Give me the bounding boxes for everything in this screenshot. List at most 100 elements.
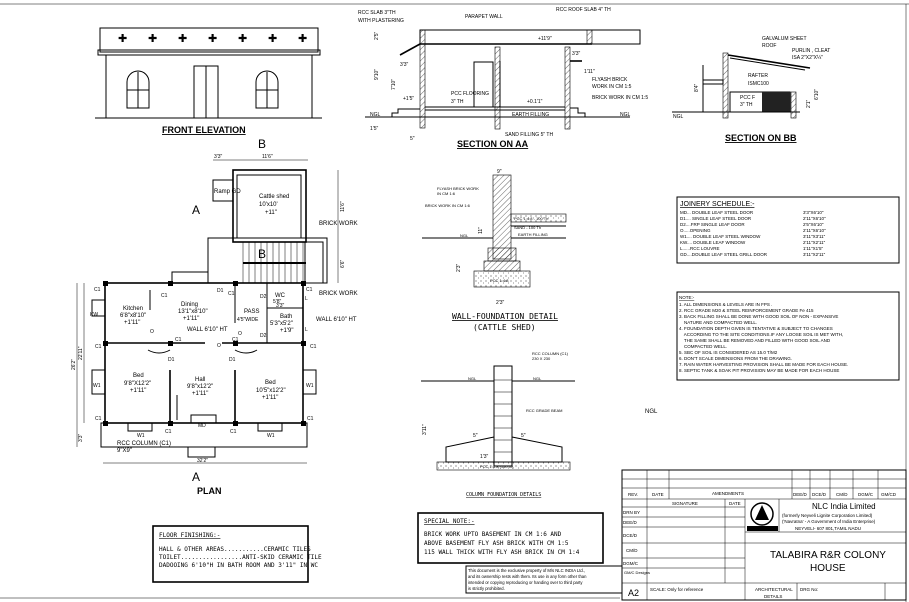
label-wall-foundation-labels-11: PCC 1:4:8 [490,278,509,283]
label-joinery-schedule-title: JOINERY SCHEDULE:- [680,201,755,208]
label-section-aa-labels-15: SAND FILLING 5" TH [505,132,553,138]
label-notes-lines-0: 1. ALL DIMENSIONS & LEVELS ARE IN FPS . [679,302,772,307]
label-plan-rooms-5-size: 9'8"x12'2" [187,384,213,390]
label-wall-foundation-labels-10: 2'3" [496,300,505,306]
label-section-aa-labels-14: EARTH FILLING [512,112,549,118]
label-section-bb-labels-8: NGL [673,114,684,120]
label-title-block-signature-header: SIGNATURE [672,501,698,506]
label-plan-labels-ramp: Ramp GD [214,189,241,195]
label-plan-section-marks-1: A [192,470,200,484]
nlc-logo [747,502,778,531]
label-title-block-company: NLC India Limited [812,502,876,511]
section-aa: RCC SLAB 3"TH WITH PLASTERING PARAPET WA… [358,7,648,149]
label-section-bb-labels-10: 6'10" [814,89,820,100]
label-title-block-company-former: (formerly Neyveli Lignite Corporation Li… [782,513,873,518]
label-column-foundation-labels-7: 1'3" [480,454,489,460]
svg-text:✚: ✚ [118,33,127,45]
label-plan-tags-d1: D1 [229,357,236,363]
label-section-aa-labels-5: 3'3" [572,51,581,57]
label-title-block-roles-4: DGM/C [623,561,639,566]
label-column-foundation-labels-4: RCC GRADE BEAM [526,408,562,413]
wall-foundation-title: WALL-FOUNDATION DETAIL [452,312,558,321]
svg-text:✚: ✚ [208,33,217,45]
label-title-block-drawing-type-2: DETAILS [764,594,782,599]
label-section-aa-labels-20: 7'10" [391,79,397,90]
label-section-aa-labels-16: NGL [370,112,381,118]
label-plan-tags-w1: W1 [267,433,275,439]
label-wall-foundation-labels-2: IN CM 1:6 [437,191,456,196]
label-section-bb-labels-7: 3" TH [740,102,753,108]
label-wall-foundation-labels-7: NGL [460,233,469,238]
label-plan-rooms-4-level: +1'11" [130,388,146,394]
label-special-note-lines-0: BRICK WORK UPTO BASEMENT IN CM 1:6 AND [424,531,562,538]
label-wall-foundation-labels-8: 11" [478,227,484,234]
label-title-block-roles-2: DCE/D [623,533,638,538]
label-section-bb-labels-0: GALVALUM SHEET [762,36,807,42]
label-section-bb-labels-6: PCC F [740,95,755,101]
label-plan-labels-wc: WC [275,293,286,299]
label-title-block-amend-headers-7: GM/CD [881,492,897,497]
label-plan-tags-md: MD [198,423,206,429]
label-plan-labels-rcc-column-size: 9"X9" [117,448,132,454]
label-section-aa-labels-23: 5" [410,136,415,142]
label-floor-finishing-title: FLOOR FINISHING:- [159,532,220,539]
parapet-cross-icons: ✚ ✚ ✚ ✚ ✚ ✚ ✚ [118,33,307,45]
label-section-aa-labels-9: BRICK WORK IN CM 1:5 [592,95,648,101]
label-section-aa-labels-19: 9'10" [374,69,380,80]
label-section-aa-labels-8: WORK IN CM 1:5 [592,84,632,90]
label-wall-foundation-labels-0: 9" [497,169,502,175]
label-plan-tags-d2: D2 [260,333,267,339]
label-notes-lines-8: 5. SBC OF SOIL IS CONSIDERED AS 15.0 T/M… [679,350,778,355]
label-section-bb-labels-2: PURLIN , CLEAT [792,48,830,54]
label-plan-rooms-3-size: 5'3"x5'2" [270,321,293,327]
label-plan-dimensions-total-width: 32'2" [197,458,208,464]
section-aa-title: SECTION ON AA [457,139,529,149]
label-plan-tags-c1: C1 [95,416,102,422]
label-plan-dimensions-top-left: 3'3" [214,154,223,160]
label-plan-rooms-6-size: 10'5"x12'2" [256,388,286,394]
label-joinery-schedule-items-5-size: 2'11"X2'11" [803,240,826,245]
label-section-aa-labels-2: PARAPET WALL [465,14,503,20]
label-floor-finishing-lines-2: DADOOING 6'10"H IN BATH ROOM AND 3'11" I… [159,562,318,569]
label-plan-rooms-4-name: Bed [133,373,144,379]
front-elevation: ✚ ✚ ✚ ✚ ✚ ✚ ✚ FRONT ELEVATION [95,27,322,135]
label-section-bb-labels-1: ROOF [762,43,776,49]
label-notes-lines-7: COMPACTED WELL. [679,344,727,349]
column-foundation-title: COLUMN FOUNDATION DETAILS [466,492,541,498]
label-section-aa-labels-18: 1'5" [370,126,379,132]
label-joinery-schedule-items-4-code: W1.... DOUBLE LEAF STEEL WINDOW [680,234,761,239]
label-plan-tags-kw: KW [90,312,98,318]
general-notes: NOTE:- 1. ALL DIMENSIONS & LEVELS ARE IN… [676,291,900,381]
label-notes-lines-2: 3. BACK FILLING SHALL BE DONE WITH GOOD … [679,314,838,319]
label-column-foundation-labels-8: 3'11" [422,424,428,435]
label-plan-rooms-2-name: Dining [181,302,198,308]
label-joinery-schedule-items-6-code: L......RCC LOUVRE [680,246,720,251]
label-plan-tags-c1: C1 [307,416,314,422]
label-plan-tags-w1: W1 [306,383,314,389]
svg-text:✚: ✚ [148,33,157,45]
label-wall-foundation-labels-5: SAND - 100 Th [514,225,541,230]
label-column-foundation-labels-5: 5" [473,433,478,439]
label-plan-tags-c1: C1 [161,293,168,299]
label-plan-tags-l: L [305,296,308,302]
label-disclaimer-lines-3: is strictly prohibited. [468,586,505,591]
label-special-note-lines-1: ABOVE BASEMENT FLY ASH BRICK WITH CM 1:5 [424,540,569,547]
label-plan-rooms-1-level: +1'11" [124,320,140,326]
label-plan-dimensions-stair: 6'6" [340,259,346,268]
label-plan-tags-o: O [238,331,242,337]
section-bb: GALVALUM SHEET ROOF PURLIN , CLEAT ISA 2… [672,36,830,143]
ownership-disclaimer: This document is the exclusive property … [465,565,623,594]
label-plan-rooms-5-level: +1'11" [192,391,208,397]
label-special-note-lines-2: 115 WALL THICK WITH FLY ASH BRICK IN CM … [424,549,580,556]
label-plan-tags-w1: W1 [93,383,101,389]
label-section-bb-labels-5: ISMC100 [748,81,769,87]
label-wall-foundation-labels-3: BRICK WORK IN CM 1:6 [425,203,471,208]
label-plan-tags-c1: C1 [306,287,313,293]
label-wall-foundation-subtitle: (CATTLE SHED) [473,323,536,332]
label-plan-tags-c1: C1 [228,291,235,297]
label-disclaimer-lines-1: and its ownership rests with them. Its u… [468,574,587,579]
joinery-schedule: JOINERY SCHEDULE:- MD... DOUBLE LEAF STE… [676,196,900,264]
label-plan-labels-brick-work-1: BRICK WORK [319,221,358,227]
front-elevation-title: FRONT ELEVATION [162,125,246,135]
